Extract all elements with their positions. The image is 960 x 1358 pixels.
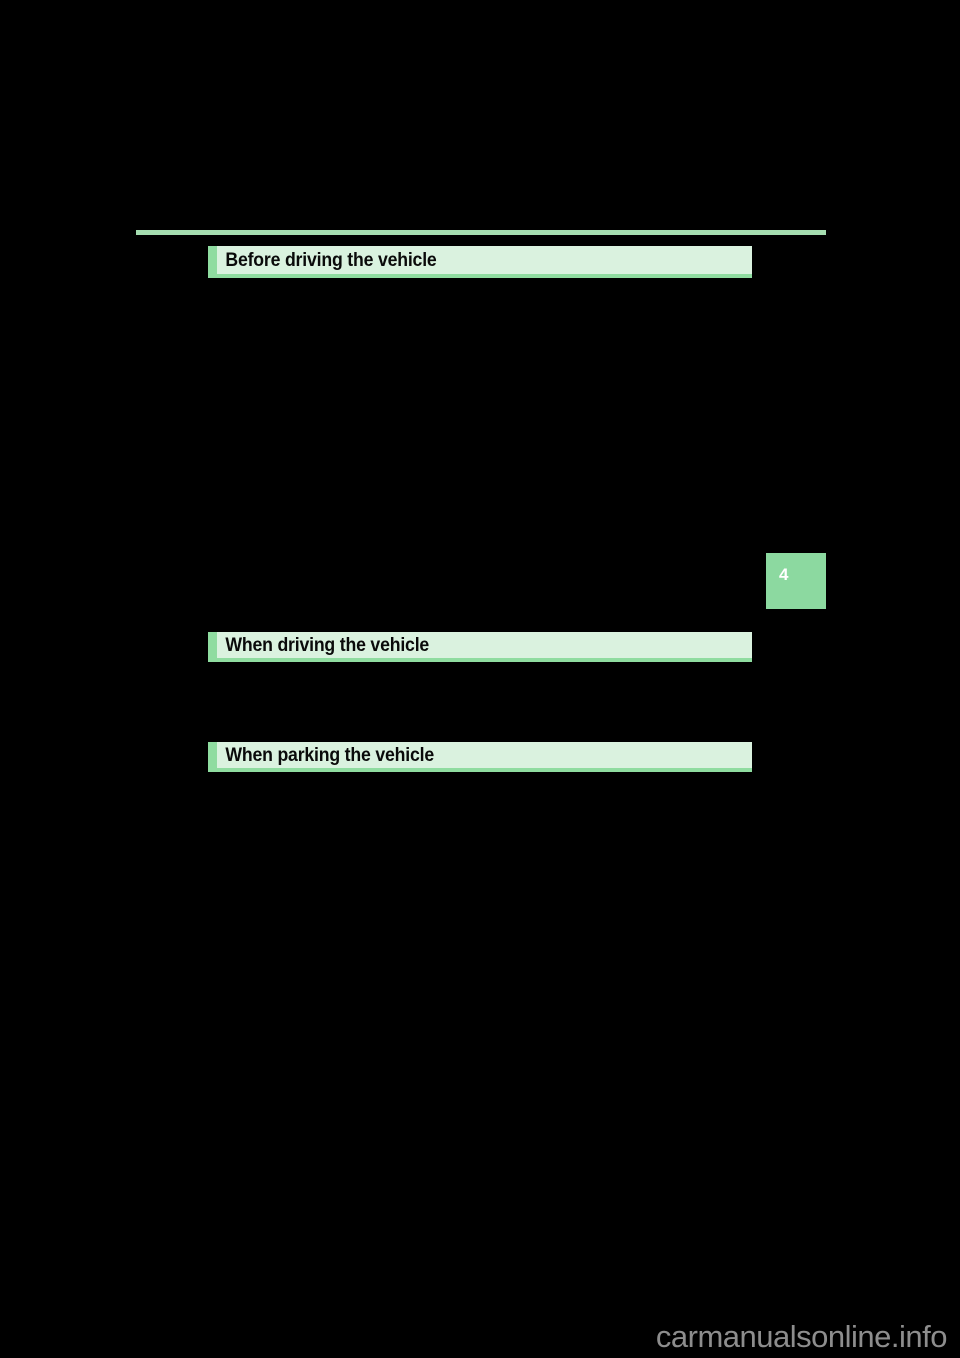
section-title: When driving the vehicle: [225, 634, 430, 656]
chapter-tab-number: 4: [779, 565, 789, 584]
section-header-when-driving-the-vehicle: When driving the vehicle: [208, 632, 752, 662]
site-watermark: carmanualsonline.info: [655, 1319, 948, 1354]
section-title: When parking the vehicle: [225, 744, 434, 766]
section-title: Before driving the vehicle: [225, 249, 437, 271]
chapter-tab[interactable]: 4: [766, 553, 826, 609]
page-top-rule: [136, 230, 826, 235]
section-header-when-parking-the-vehicle: When parking the vehicle: [208, 742, 752, 772]
section-header-before-driving-the-vehicle: Before driving the vehicle: [208, 246, 752, 278]
